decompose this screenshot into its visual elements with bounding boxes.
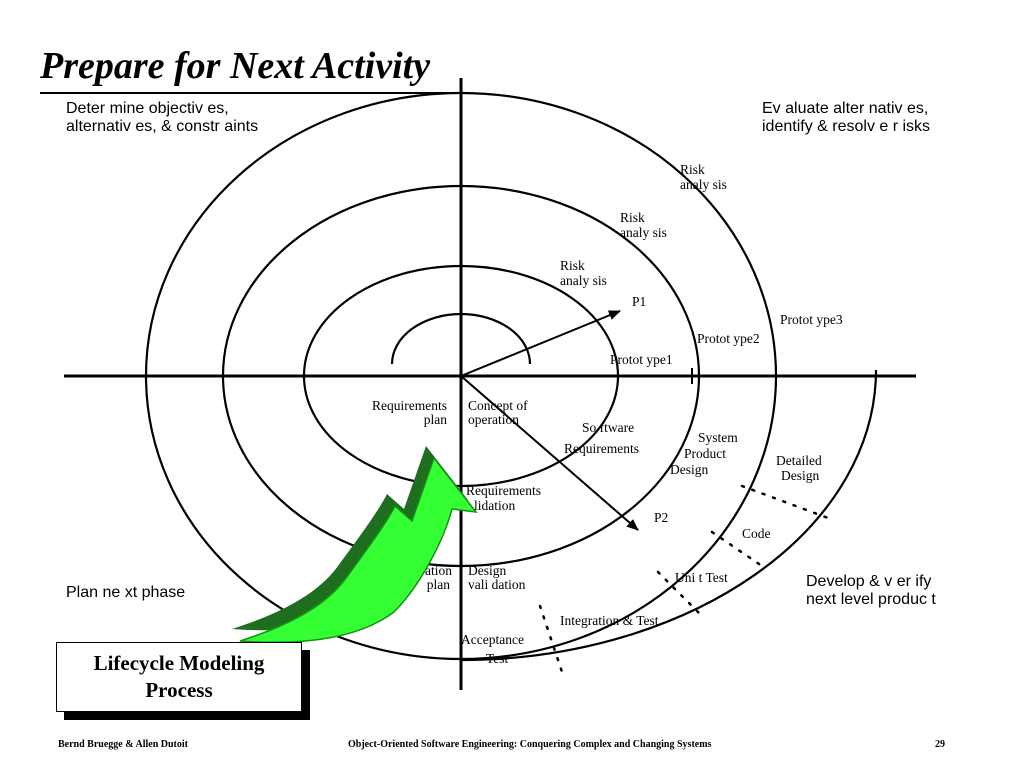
spiral-ring-outer-tail xyxy=(460,369,878,662)
code-label: Code xyxy=(742,526,771,541)
footer-page-number: 29 xyxy=(935,739,945,750)
spiral-ring-1 xyxy=(302,264,620,488)
lifecycle-modeling-callout: Lifecycle Modeling Process xyxy=(56,642,302,712)
quadrant-label-bottom-left: Plan ne xt phase xyxy=(66,584,186,601)
title-underline xyxy=(40,92,450,94)
quadrant-label-top-left: Deter mine objectiv es, alternativ es, &… xyxy=(66,100,259,135)
quadrant-label-bottom-right: Develop & v er ify next level produc t xyxy=(806,573,936,608)
footer-book-title: Object-Oriented Software Engineering: Co… xyxy=(348,739,712,750)
spiral-ring-innermost xyxy=(390,312,532,365)
spiral-ring-2 xyxy=(221,184,701,568)
integration-test-label: Integration & Test xyxy=(560,613,659,628)
p1-arrow xyxy=(460,310,621,377)
prototype3-label: Protot ype3 xyxy=(780,312,843,327)
slide-title: Prepare for Next Activity xyxy=(40,45,431,87)
prototype1-label: Protot ype1 xyxy=(610,352,673,367)
unit-test-label: Uni t Test xyxy=(675,570,728,585)
green-transition-arrow xyxy=(232,446,478,643)
p2-label: P2 xyxy=(654,510,668,525)
dotted-divider-lines xyxy=(538,484,830,674)
p1-label: P1 xyxy=(632,294,646,309)
p2-arrow xyxy=(460,375,639,531)
quadrant-label-top-right: Ev aluate alter nativ es, identify & res… xyxy=(762,100,931,135)
prototype2-label: Protot ype2 xyxy=(697,331,760,346)
callout-text: Lifecycle Modeling Process xyxy=(93,651,265,702)
footer-authors: Bernd Bruegge & Allen Dutoit xyxy=(58,739,188,750)
